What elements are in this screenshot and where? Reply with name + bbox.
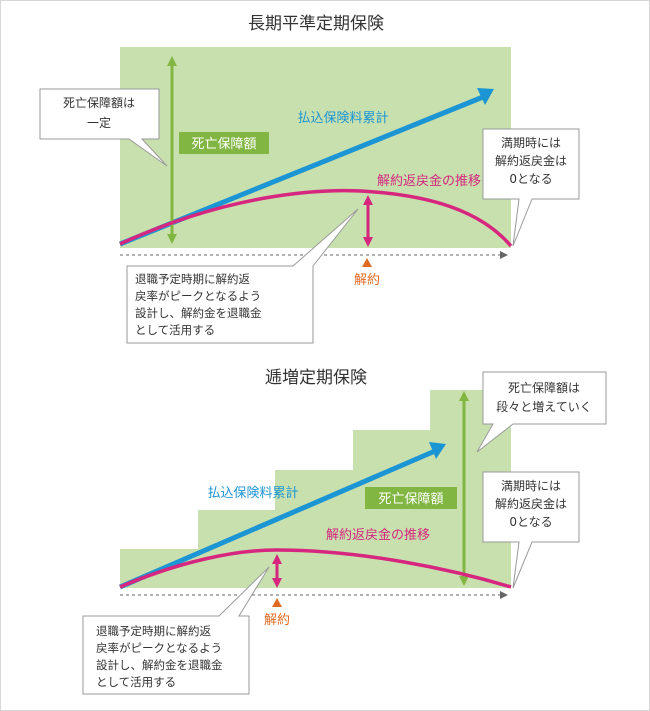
premium-label: 払込保険料累計 (207, 485, 298, 501)
callout-maturity-line3: 0となる (509, 172, 552, 186)
callout-death-line1: 死亡保障額は (508, 380, 580, 395)
death-benefit-badge (365, 487, 457, 509)
callout-maturity: 満期時には 解約返戻金は 0となる (482, 471, 580, 589)
surrender-value-label: 解約返戻金の推移 (326, 527, 430, 543)
death-benefit-badge-label: 死亡保障額 (378, 492, 443, 507)
callout-death-line2: 一定 (87, 115, 111, 130)
premium-label: 払込保険料累計 (297, 110, 388, 126)
callout-maturity-line1: 満期時には (501, 479, 561, 493)
surrender-value-curve (119, 188, 513, 248)
callout-retirement-line2: 戻率がピークとなるよう (135, 289, 261, 303)
callout-maturity-line3: 0となる (509, 515, 552, 529)
callout-retirement-line3: 設計し、解約金を退職金 (96, 658, 223, 672)
callout-death-constant: 死亡保障額は 一定 (39, 88, 168, 167)
surrender-label: 解約 (264, 613, 290, 628)
callout-retirement-line4: として活用する (135, 323, 215, 337)
diagram2-title: 逓増定期保険 (265, 368, 367, 388)
premium-arrow-head (477, 88, 494, 105)
death-benefit-staircase-area (120, 390, 511, 588)
callout-death-line1: 死亡保障額は (63, 95, 135, 110)
callout-retirement: 退職予定時期に解約返 戻率がピークとなるよう 設計し、解約金を退職金 として活用… (126, 208, 359, 344)
callout-retirement-line1: 退職予定時期に解約返 (96, 624, 211, 638)
surrender-value-label: 解約返戻金の推移 (377, 173, 481, 189)
callout-retirement-line3: 設計し、解約金を退職金 (135, 306, 262, 320)
surrender-marker-icon (272, 598, 282, 607)
diagram1-title: 長期平準定期保険 (248, 14, 384, 34)
callout-maturity-line2: 解約返戻金は (495, 496, 567, 511)
death-benefit-badge-label: 死亡保障額 (191, 137, 256, 152)
premium-arrow-head (429, 442, 446, 459)
callout-maturity: 満期時には 解約返戻金は 0となる (482, 128, 580, 247)
callout-retirement-line2: 戻率がピークとなるよう (96, 641, 222, 655)
surrender-label: 解約 (354, 273, 380, 288)
callout-death-line2: 段々と増えていく (496, 399, 591, 414)
death-benefit-badge (179, 132, 269, 154)
callout-retirement: 退職予定時期に解約返 戻率がピークとなるよう 設計し、解約金を退職金 として活用… (82, 566, 270, 695)
premium-cumulative-line (119, 448, 436, 590)
callout-maturity-line1: 満期時には (501, 136, 561, 150)
surrender-value-curve (119, 548, 512, 589)
callout-maturity-line2: 解約返戻金は (495, 153, 567, 168)
callout-retirement-line4: として活用する (96, 675, 176, 689)
surrender-marker-icon (362, 258, 372, 267)
diagram-level-term: 長期平準定期保険 払込保険料累計 死亡保障額 解約返戻金の推移 解約 死亡保障額… (39, 14, 580, 344)
callout-death-increasing: 死亡保障額は 段々と増えていく (476, 371, 607, 453)
callout-retirement-line1: 退職予定時期に解約返 (135, 272, 250, 286)
diagram-increasing-term: 逓増定期保険 払込保険料累計 死亡保障額 解約返戻金の推移 解約 死亡保障額は … (82, 368, 607, 695)
